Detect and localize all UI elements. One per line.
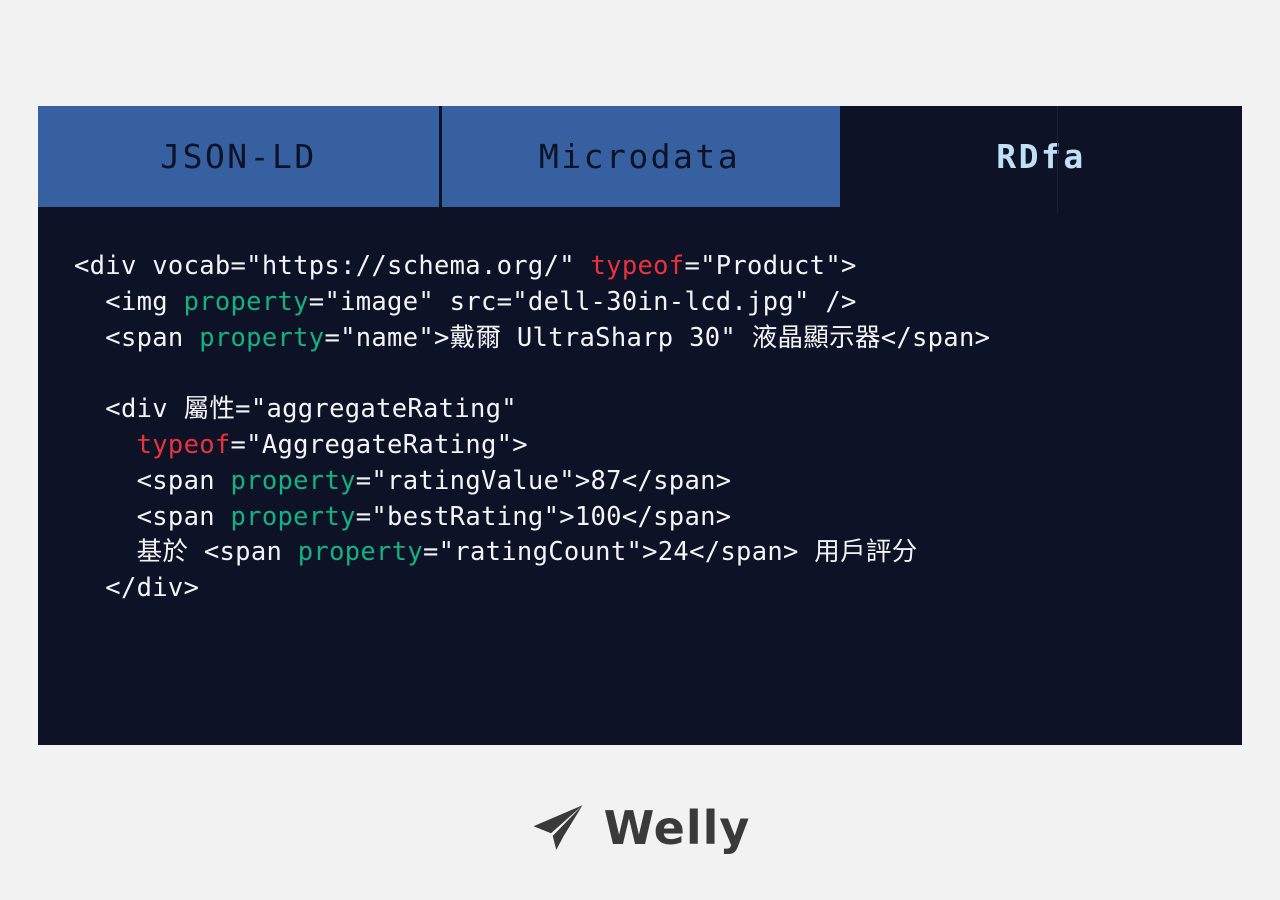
code-block: <div vocab="https://schema.org/" typeof=… (38, 207, 1242, 607)
code-token-plain: <span (74, 322, 200, 353)
tab-divider-faint (1057, 106, 1058, 213)
code-token-property: property (297, 537, 423, 568)
brand-name: Welly (603, 801, 751, 855)
code-token-plain: </div> (74, 573, 200, 604)
code-panel: JSON-LD Microdata RDfa <div vocab="https… (38, 106, 1242, 745)
code-line: <span property="name">戴爾 UltraSharp 30" … (74, 321, 1242, 357)
code-line: <div 屬性="aggregateRating" (74, 392, 1242, 428)
code-line (74, 356, 1242, 392)
code-line: <span property="ratingValue">87</span> (74, 464, 1242, 500)
code-token-plain: ="AggregateRating"> (230, 429, 528, 460)
code-token-plain: ="Product"> (684, 251, 857, 281)
tab-microdata[interactable]: Microdata (439, 106, 840, 207)
code-token-plain: ="bestRating">100</span> (355, 501, 732, 532)
code-token-plain (74, 430, 137, 460)
code-token-plain: <span (74, 465, 231, 496)
code-token-plain: <span (74, 501, 231, 532)
code-token-plain: 基於 <span (74, 537, 298, 568)
code-line: <span property="bestRating">100</span> (74, 500, 1242, 536)
code-token-typeof: typeof (590, 251, 685, 281)
code-token-plain: ="name">戴爾 UltraSharp 30" 液晶顯示器</span> (324, 322, 991, 353)
code-line: <div vocab="https://schema.org/" typeof=… (74, 249, 1242, 285)
code-token-plain: <div vocab="https://schema.org/" (74, 251, 591, 281)
brand-logo: Welly (0, 800, 1280, 856)
code-line: <img property="image" src="dell-30in-lcd… (74, 285, 1242, 321)
tab-bar: JSON-LD Microdata RDfa (38, 106, 1242, 213)
code-token-property: property (183, 286, 309, 317)
tab-json-ld[interactable]: JSON-LD (38, 106, 439, 207)
code-token-plain: <img (74, 286, 184, 317)
code-line: </div> (74, 571, 1242, 607)
code-token-property: property (199, 322, 325, 353)
code-line: typeof="AggregateRating"> (74, 428, 1242, 464)
code-token-typeof: typeof (136, 429, 231, 460)
code-token-property: property (230, 501, 356, 532)
code-token-plain: ="ratingValue">87</span> (355, 465, 732, 496)
code-token-plain: ="image" src="dell-30in-lcd.jpg" /> (308, 286, 857, 317)
tab-rdfa[interactable]: RDfa (840, 106, 1242, 207)
code-token-plain: ="ratingCount">24</span> 用戶評分 (423, 537, 918, 568)
tab-divider (439, 106, 442, 207)
paper-plane-icon (530, 800, 586, 856)
code-line: 基於 <span property="ratingCount">24</span… (74, 535, 1242, 571)
code-token-property: property (230, 465, 356, 496)
code-token-plain: <div 屬性="aggregateRating" (74, 394, 517, 425)
